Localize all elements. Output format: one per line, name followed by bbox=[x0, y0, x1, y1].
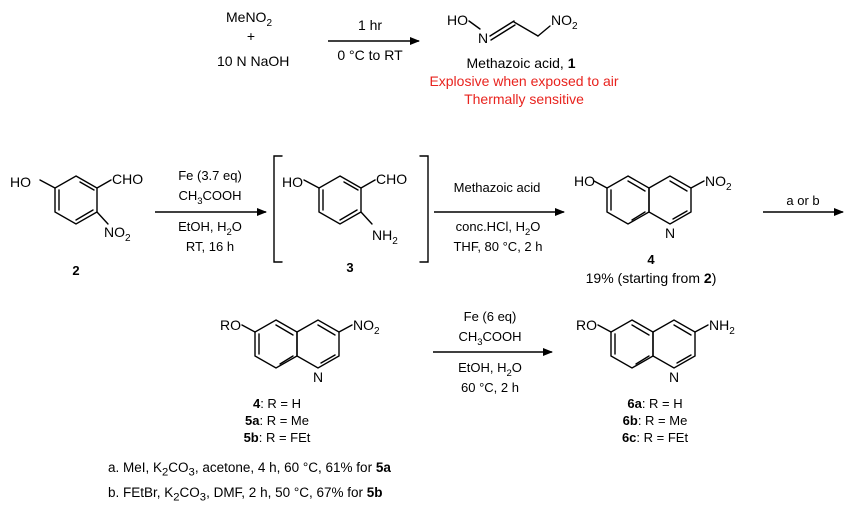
compound-3-label: 3 bbox=[346, 260, 353, 275]
compound-3-cho: CHO bbox=[376, 171, 407, 187]
reduction-acetic-acid: CH3COOH bbox=[458, 329, 521, 348]
compound-2-label: 2 bbox=[72, 263, 79, 278]
step1-acetic-acid: CH3COOH bbox=[178, 188, 241, 207]
top-cond-time: 1 hr bbox=[358, 17, 382, 33]
left-bracket bbox=[273, 155, 283, 263]
compound-3-nh2: NH2 bbox=[372, 227, 398, 247]
compound-6-ro: RO bbox=[576, 317, 597, 333]
compound-3-ho: HO bbox=[282, 174, 303, 190]
step2-methazoic: Methazoic acid bbox=[454, 180, 541, 195]
reduction-time: 60 °C, 2 h bbox=[461, 380, 519, 395]
step3-cond: a or b bbox=[786, 193, 819, 208]
step1-fe: Fe (3.7 eq) bbox=[178, 168, 242, 183]
compound-6b-r-me: 6b: R = Me bbox=[623, 413, 688, 428]
methazoic-acid-name: Methazoic acid, 1 bbox=[467, 55, 576, 71]
top-no2-label: NO2 bbox=[551, 12, 578, 32]
compound-4-yield: 19% (starting from 2) bbox=[586, 270, 717, 286]
compound-4-ho: HO bbox=[574, 173, 595, 189]
compound-4-n: N bbox=[665, 225, 675, 241]
compound-6c-r-fet: 6c: R = FEt bbox=[622, 430, 689, 445]
top-reaction: MeNO2 + 10 N NaOH 1 hr 0 °C to RT HO N N… bbox=[217, 9, 619, 107]
warning-thermal: Thermally sensitive bbox=[464, 91, 584, 107]
step2-hcl: conc.HCl, H2O bbox=[456, 219, 541, 238]
compound-6-structure: RO NH2 N 6a: R = H 6b: R = Me 6c: R = FE… bbox=[576, 317, 735, 445]
warning-explosive: Explosive when exposed to air bbox=[429, 73, 618, 89]
compound-6-n: N bbox=[669, 369, 679, 385]
compound-5-structure: RO NO2 N 4: R = H 5a: R = Me 5b: R = FEt bbox=[220, 317, 380, 445]
top-cond-temp: 0 °C to RT bbox=[337, 47, 403, 63]
reduction-fe: Fe (6 eq) bbox=[464, 309, 517, 324]
compound-5a-r-me: 5a: R = Me bbox=[245, 413, 309, 428]
compound-2-no2: NO2 bbox=[104, 224, 131, 244]
compound-2-ho: HO bbox=[10, 174, 31, 190]
step1-solvent: EtOH, H2O bbox=[178, 219, 242, 238]
reagent-menitro: MeNO2 bbox=[226, 9, 272, 29]
compound-5b-r-fet: 5b: R = FEt bbox=[244, 430, 311, 445]
compound-2-cho: CHO bbox=[112, 171, 143, 187]
reagent-naoh: 10 N NaOH bbox=[217, 53, 289, 69]
reaction-notes: a. MeI, K2CO3, acetone, 4 h, 60 °C, 61% … bbox=[108, 458, 391, 507]
reduction-solvent: EtOH, H2O bbox=[458, 360, 522, 379]
compound-5-n: N bbox=[313, 369, 323, 385]
step2-thf: THF, 80 °C, 2 h bbox=[453, 239, 542, 254]
compound-4-label: 4 bbox=[647, 252, 655, 267]
oxime-ho-label: HO bbox=[447, 12, 468, 28]
compound-2-structure: HO CHO NO2 2 bbox=[10, 171, 143, 278]
plus-sign: + bbox=[247, 28, 255, 44]
note-b: b. FEtBr, K2CO3, DMF, 2 h, 50 °C, 67% fo… bbox=[108, 484, 383, 504]
compound-5-no2: NO2 bbox=[353, 317, 380, 337]
note-a: a. MeI, K2CO3, acetone, 4 h, 60 °C, 61% … bbox=[108, 460, 391, 479]
step1-time: RT, 16 h bbox=[186, 239, 234, 254]
right-bracket bbox=[419, 155, 429, 263]
compound-6a-r-h: 6a: R = H bbox=[627, 396, 682, 411]
methazoic-acid-structure: HO N NO2 bbox=[447, 12, 578, 46]
compound-4-structure: HO NO2 N 4 19% (starting from 2) bbox=[574, 173, 732, 286]
compound-4-no2: NO2 bbox=[705, 173, 732, 193]
compound-5-r-h: 4: R = H bbox=[253, 396, 301, 411]
compound-5-ro: RO bbox=[220, 317, 241, 333]
compound-3-structure: HO CHO NH2 3 bbox=[282, 171, 407, 275]
oxime-n-label: N bbox=[478, 30, 488, 46]
compound-6-nh2: NH2 bbox=[709, 317, 735, 337]
